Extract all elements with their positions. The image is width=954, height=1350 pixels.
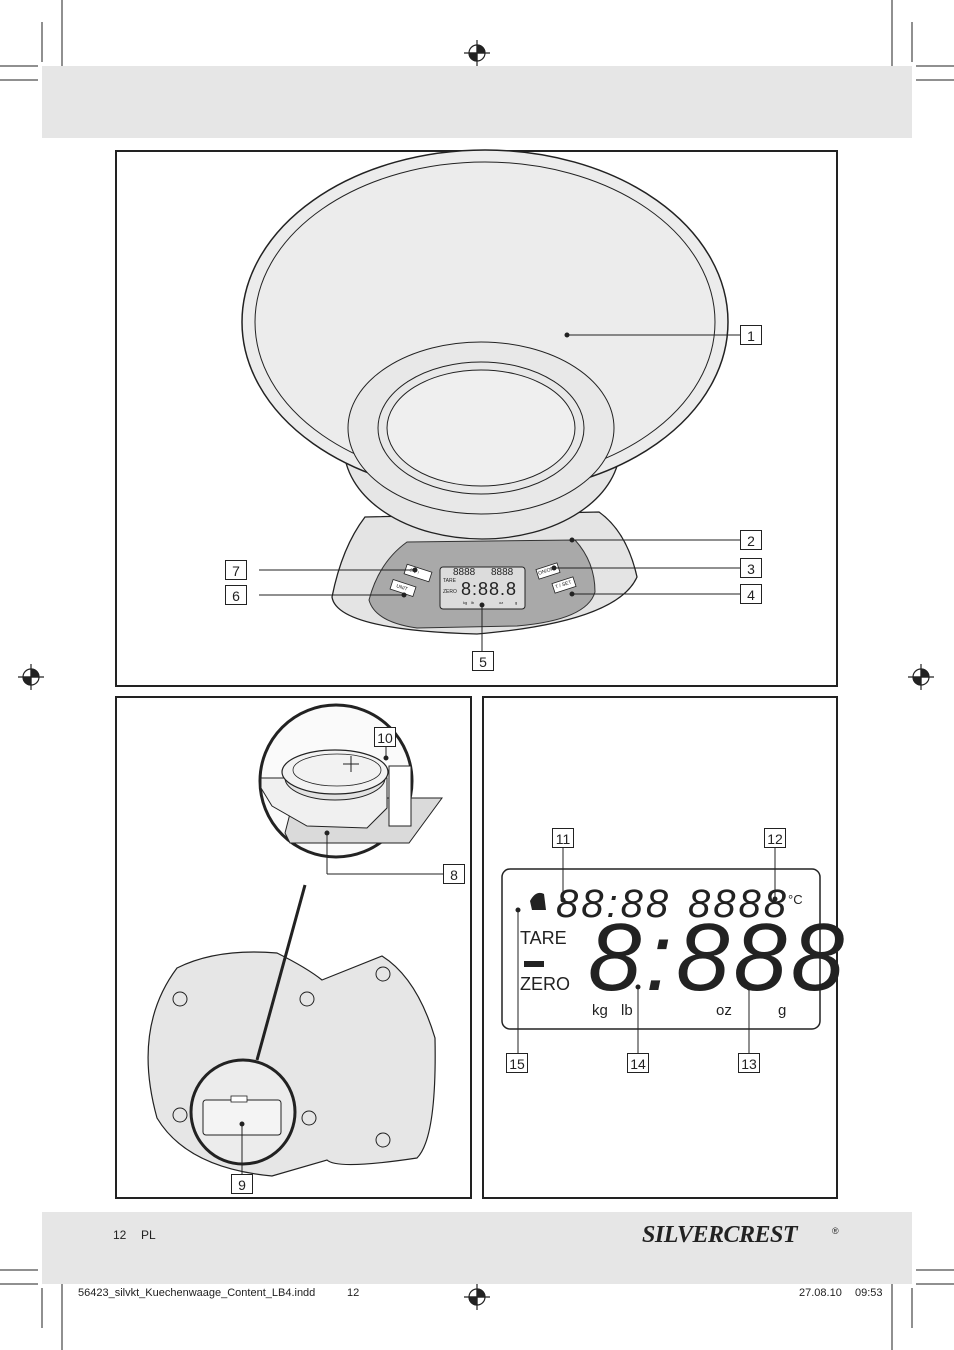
small-lcd-unit-lb: lb bbox=[471, 600, 475, 605]
footer-band bbox=[42, 1212, 912, 1284]
language-code: PL bbox=[141, 1228, 156, 1242]
small-lcd-main: 8:88.8 bbox=[461, 579, 518, 599]
callout-3: 3 bbox=[740, 558, 762, 578]
lcd-temp-unit: °C bbox=[788, 892, 803, 907]
callout-11: 11 bbox=[552, 828, 574, 848]
small-lcd-tare: TARE bbox=[443, 578, 456, 584]
callout-4: 4 bbox=[740, 584, 762, 604]
small-lcd-unit-g: g bbox=[515, 600, 518, 605]
lcd-unit-oz: oz bbox=[716, 1002, 732, 1019]
print-file-page: 12 bbox=[347, 1287, 360, 1299]
lcd-timer-digits: 88:88 bbox=[556, 882, 672, 926]
small-lcd-unit-oz: oz bbox=[499, 600, 504, 605]
lcd-unit-lb: lb bbox=[621, 1002, 633, 1019]
lcd-illustration bbox=[501, 848, 821, 1053]
battery-panel: 10 8 9 bbox=[115, 696, 472, 1199]
lcd-main-digits: 8:888 bbox=[588, 904, 849, 1011]
lcd-tare: TARE bbox=[520, 928, 567, 948]
lcd-unit-kg: kg bbox=[592, 1002, 608, 1019]
brand-logo: SILVERCREST bbox=[642, 1222, 798, 1248]
small-lcd-top-right: 8888 bbox=[491, 567, 514, 578]
lcd-zero: ZERO bbox=[520, 974, 571, 994]
callout-5: 5 bbox=[472, 651, 494, 671]
callout-2: 2 bbox=[740, 530, 762, 550]
scale-illustration bbox=[241, 149, 740, 651]
small-lcd-top-left: 8888 bbox=[453, 567, 476, 578]
lcd-panel: 88:88 8888 °C TARE ▬ ZERO 8:888 kg lb oz… bbox=[482, 696, 844, 1199]
callout-7: 7 bbox=[225, 560, 247, 580]
callout-15: 15 bbox=[506, 1053, 528, 1073]
print-time: 09:53 bbox=[855, 1287, 883, 1299]
callout-1: 1 bbox=[740, 325, 762, 345]
callout-8: 8 bbox=[443, 864, 465, 884]
callout-6: 6 bbox=[225, 585, 247, 605]
callout-10: 10 bbox=[374, 727, 396, 747]
callout-12: 12 bbox=[764, 828, 786, 848]
lcd-unit-g: g bbox=[778, 1002, 787, 1019]
scale-overview-panel: 8888 8888 TARE ZERO 8:88.8 kg lb oz g ⏱ … bbox=[115, 149, 838, 687]
print-date: 27.08.10 bbox=[799, 1287, 842, 1299]
print-file-name: 56423_silvkt_Kuechenwaage_Content_LB4.in… bbox=[78, 1287, 316, 1299]
lcd-temp-digits: 8888 bbox=[688, 882, 789, 926]
small-lcd-zero: ZERO bbox=[443, 589, 457, 595]
small-lcd-unit-kg: kg bbox=[463, 600, 468, 605]
lcd-dash: ▬ bbox=[524, 950, 544, 972]
callout-14: 14 bbox=[627, 1053, 649, 1073]
callout-9: 9 bbox=[231, 1174, 253, 1194]
header-band bbox=[42, 66, 912, 138]
battery-illustration bbox=[147, 703, 443, 1177]
page-number: 12 bbox=[113, 1228, 127, 1242]
brand-registered-mark: ® bbox=[832, 1226, 839, 1236]
callout-13: 13 bbox=[738, 1053, 760, 1073]
